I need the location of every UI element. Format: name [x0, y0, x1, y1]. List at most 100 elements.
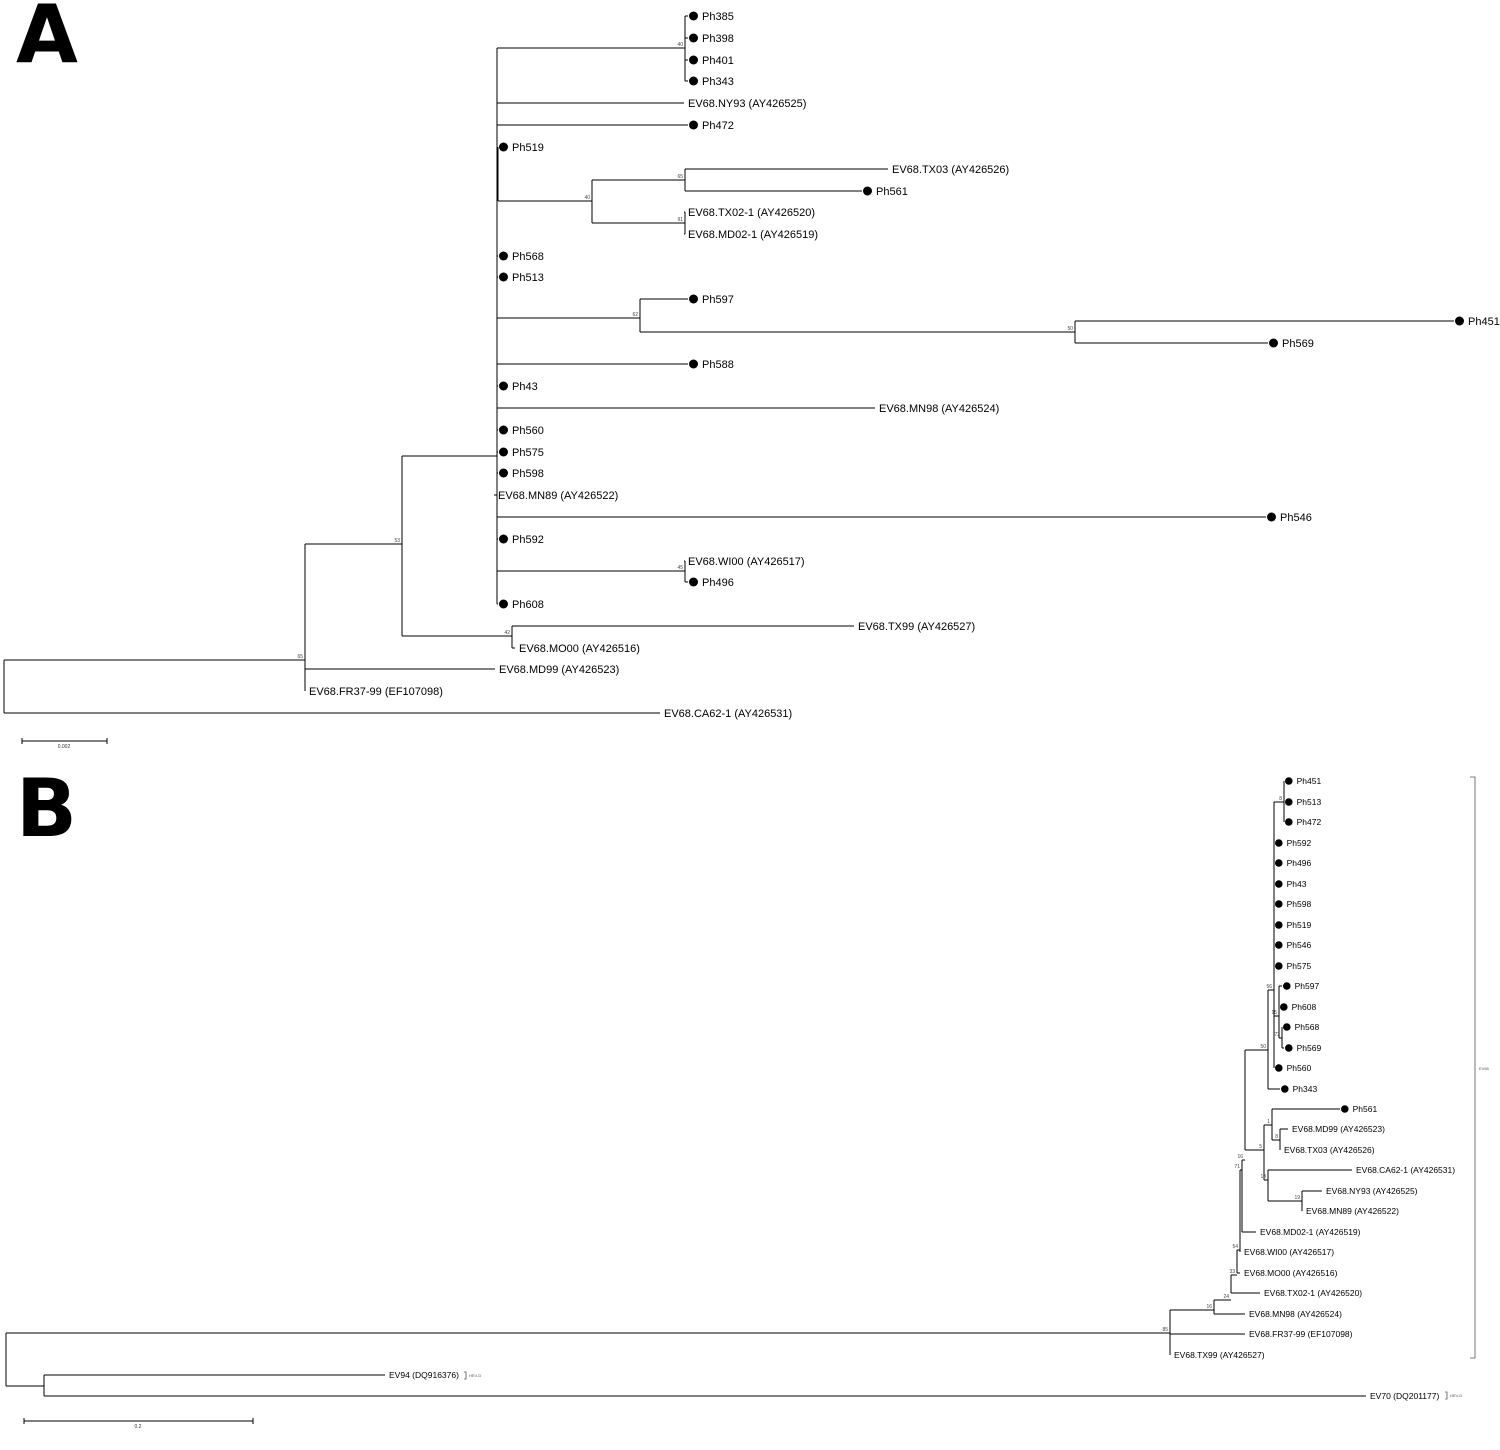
tree-leaf-label: EV68.TX02-1 (AY426520) — [1264, 1288, 1362, 1298]
panel-label-b: B — [16, 762, 77, 855]
bootstrap-value: 40 — [584, 195, 590, 201]
tree-leaf-label: EV68.TX03 (AY426526) — [1284, 1145, 1375, 1155]
isolate-marker — [499, 142, 508, 152]
tree-leaf-label: EV68.MN89 (AY426522) — [1306, 1206, 1399, 1216]
tree-leaf-label: EV68.MD99 (AY426523) — [499, 664, 619, 676]
bootstrap-value: 16 — [1206, 1304, 1212, 1310]
bootstrap-value: 15 — [1271, 1010, 1277, 1016]
tree-leaf-label: Ph560 — [1287, 1063, 1312, 1073]
tree-leaf-label: EV68.TX99 (AY426527) — [1174, 1350, 1265, 1360]
isolate-marker — [499, 599, 508, 609]
bootstrap-value: 19 — [1294, 1195, 1300, 1201]
isolate-marker — [1285, 777, 1293, 785]
isolate-marker — [499, 272, 508, 282]
tree-leaf-label: EV68.FR37-99 (EF107098) — [309, 686, 443, 698]
bootstrap-value: 50 — [1067, 326, 1073, 332]
tree-leaf-label: EV68.FR37-99 (EF107098) — [1249, 1329, 1353, 1339]
tree-leaf-label: Ph519 — [1287, 920, 1312, 930]
isolate-marker — [689, 76, 698, 86]
isolate-marker — [1267, 512, 1276, 522]
tree-leaf-label: Ph597 — [702, 294, 734, 306]
isolate-marker — [1275, 839, 1283, 847]
bootstrap-value: 45 — [677, 565, 683, 571]
isolate-marker — [863, 186, 872, 196]
isolate-marker — [1285, 818, 1293, 826]
isolate-marker — [1275, 1064, 1283, 1072]
tree-leaf-label: Ph43 — [512, 381, 538, 393]
bootstrap-value: 1 — [1267, 1119, 1270, 1125]
tree-leaf-label: Ph568 — [1295, 1022, 1320, 1032]
bootstrap-value: 40 — [677, 42, 683, 48]
scale-bar-label: 0.002 — [58, 744, 71, 750]
tree-leaf-label: Ph569 — [1297, 1043, 1322, 1053]
isolate-marker — [499, 447, 508, 457]
isolate-marker — [689, 55, 698, 65]
tree-leaf-label: Ph513 — [1297, 797, 1322, 807]
tree-leaf-label: EV68.MO00 (AY426516) — [1244, 1268, 1338, 1278]
tree-leaf-label: Ph598 — [512, 468, 544, 480]
bootstrap-value: 24 — [1223, 1294, 1229, 1300]
isolate-marker — [1269, 338, 1278, 348]
bootstrap-value: 72 — [1274, 1032, 1280, 1038]
isolate-marker — [1275, 880, 1283, 888]
bootstrap-value: 65 — [297, 654, 303, 660]
isolate-marker — [1280, 1003, 1288, 1011]
tree-leaf-label: EV68.MN98 (AY426524) — [1249, 1309, 1342, 1319]
tree-leaf-label: EV68.MD02-1 (AY426519) — [1260, 1227, 1361, 1237]
tree-leaf-label: EV68.NY93 (AY426525) — [1326, 1186, 1418, 1196]
tree-leaf-label: Ph561 — [1353, 1104, 1378, 1114]
bootstrap-value: 13 — [1260, 1174, 1266, 1180]
clade-label: EV68 — [1479, 1066, 1490, 1071]
isolate-marker — [689, 120, 698, 130]
isolate-marker — [1275, 921, 1283, 929]
tree-leaf-label: Ph401 — [702, 55, 734, 67]
tree-leaf-label: Ph569 — [1282, 338, 1314, 350]
tree-leaf-label: Ph472 — [702, 120, 734, 132]
tree-leaf-label: EV68.CA62-1 (AY426531) — [1356, 1165, 1455, 1175]
tree-leaf-label: EV94 (DQ916376) — [389, 1370, 459, 1380]
tree-leaf-label: EV68.TX02-1 (AY426520) — [688, 207, 815, 219]
scale-bar-label: 0.2 — [135, 1424, 142, 1430]
tree-leaf-label: EV68.TX99 (AY426527) — [858, 621, 975, 633]
tree-leaf-label: Ph608 — [512, 599, 544, 611]
clade-label: HEV-D — [1450, 1393, 1462, 1398]
tree-leaf-label: EV68.WI00 (AY426517) — [688, 556, 805, 568]
tree-leaf-label: Ph43 — [1287, 879, 1307, 889]
tree-leaf-label: Ph343 — [702, 76, 734, 88]
isolate-marker — [499, 381, 508, 391]
isolate-marker — [1275, 859, 1283, 867]
isolate-marker — [1285, 1044, 1293, 1052]
isolate-marker — [1281, 1085, 1289, 1093]
isolate-marker — [499, 468, 508, 478]
clade-bracket — [1470, 776, 1476, 1359]
bootstrap-value: 91 — [677, 217, 683, 223]
tree-leaf-label: EV68.TX03 (AY426526) — [892, 164, 1009, 176]
isolate-marker — [689, 11, 698, 21]
tree-leaf-label: Ph385 — [702, 11, 734, 23]
isolate-marker — [1285, 798, 1293, 806]
bootstrap-value: 56 — [1266, 984, 1272, 990]
isolate-marker — [499, 251, 508, 261]
tree-leaf-label: Ph546 — [1280, 512, 1312, 524]
bootstrap-value: 85 — [1162, 1327, 1168, 1333]
tree-leaf-label: Ph496 — [702, 577, 734, 589]
bootstrap-value: 71 — [1234, 1164, 1240, 1170]
tree-leaf-label: EV68.MN98 (AY426524) — [879, 403, 999, 415]
tree-leaf-label: Ph575 — [1287, 961, 1312, 971]
bootstrap-value: 33 — [1229, 1269, 1235, 1275]
isolate-marker — [499, 534, 508, 544]
tree-leaf-label: Ph588 — [702, 359, 734, 371]
tree-leaf-label: Ph575 — [512, 447, 544, 459]
tree-leaf-label: Ph560 — [512, 425, 544, 437]
tree-leaf-label: Ph343 — [1293, 1084, 1318, 1094]
isolate-marker — [499, 425, 508, 435]
tree-leaf-label: EV68.NY93 (AY426525) — [688, 98, 806, 110]
clade-bracket — [1445, 1391, 1448, 1400]
tree-leaf-label: EV68.CA62-1 (AY426531) — [664, 708, 792, 720]
tree-leaf-label: Ph451 — [1297, 776, 1322, 786]
bootstrap-value: 54 — [1232, 1244, 1238, 1250]
isolate-marker — [1275, 900, 1283, 908]
tree-leaf-label: EV68.MO00 (AY426516) — [519, 643, 640, 655]
tree-leaf-label: Ph592 — [512, 534, 544, 546]
